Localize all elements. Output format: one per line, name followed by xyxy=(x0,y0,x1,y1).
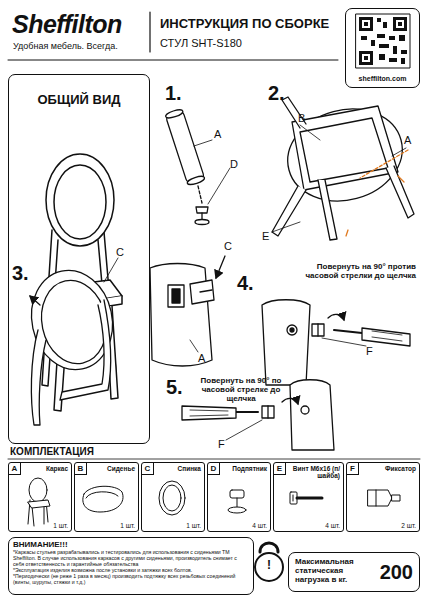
kit-count: 2 шт. xyxy=(401,522,416,529)
warning-box: ВНИМАНИЕ!!!*Каркасы стульев разрабатывал… xyxy=(8,537,254,595)
kit-count: 1 шт. xyxy=(186,522,201,529)
kit-letter: A xyxy=(9,463,21,475)
instruction-note: Повернуть на 90° против часовой стрелки … xyxy=(298,262,416,280)
step-number: 5. xyxy=(166,376,183,399)
part-letter: B xyxy=(298,112,305,125)
kit-count: 1 шт. xyxy=(120,522,135,529)
node-text: ОБЩИЙ ВИД xyxy=(9,93,149,108)
kit-name: Каркас xyxy=(24,465,68,472)
qr-box: sheffilton.com xyxy=(345,8,420,88)
step-number: 1. xyxy=(165,82,182,105)
kit-letter: B xyxy=(75,463,87,475)
node-text: Максимальная статическая нагрузка в кг. xyxy=(295,557,373,585)
instruction-note: Повернуть на 90° по часовой стрелке до щ… xyxy=(198,376,284,404)
section-heading: КОМПЛЕКТАЦИЯ xyxy=(10,446,94,458)
part-letter: A xyxy=(404,134,411,147)
kit-count: 1 шт. xyxy=(53,522,68,529)
part-letter: F xyxy=(366,345,373,358)
warning-mark: ! xyxy=(263,559,275,573)
doc-title: ИНСТРУКЦИЯ ПО СБОРКЕ xyxy=(160,17,329,32)
warning-note: *Эксплуатация изделия возможна после уст… xyxy=(13,568,249,574)
brand-logo: Sheffilton xyxy=(12,10,122,39)
kit-letter: D xyxy=(208,463,220,475)
warning-note: *Периодически (не реже 1 раза в месяц) п… xyxy=(13,574,249,586)
part-letter: E xyxy=(262,230,269,243)
product-model: СТУЛ SHT-S180 xyxy=(160,37,242,50)
kit-count: 4 шт. xyxy=(325,522,340,529)
part-letter: A xyxy=(214,128,221,141)
part-letter: A xyxy=(198,352,205,365)
node-text: 200 xyxy=(380,561,413,584)
part-letter: C xyxy=(116,246,124,259)
kit-name: Фиксатор xyxy=(362,465,416,472)
warning-note: *Каркасы стульев разрабатывались и тести… xyxy=(13,550,249,567)
step-number: 3. xyxy=(12,262,29,285)
kit-count: 4 шт. xyxy=(252,522,267,529)
brand-slogan: Удобная мебель. Всегда. xyxy=(13,41,118,51)
part-letter: D xyxy=(230,158,238,171)
kit-name: Подпятник xyxy=(223,465,267,472)
step-number: 4. xyxy=(237,272,254,295)
kit-cell: EВинт М6х16 (п/шайба) 4 шт. xyxy=(273,462,344,532)
kit-letter: F xyxy=(347,463,359,475)
step-number: 2. xyxy=(268,82,285,105)
kit-letter: C xyxy=(142,463,154,475)
kit-name: Сиденье xyxy=(90,465,135,472)
kit-cell: BСиденье 1 шт. xyxy=(74,462,139,532)
node-text: ВНИМАНИЕ!!! xyxy=(13,540,68,549)
kit-cell: CСпинка 1 шт. xyxy=(141,462,205,532)
kit-cell: FФиксатор 2 шт. xyxy=(346,462,420,532)
kit-name: Спинка xyxy=(157,465,201,472)
kit-cell: AКаркас 1 шт. xyxy=(8,462,72,532)
kit-letter: E xyxy=(274,463,286,475)
node-text: sheffilton.com xyxy=(346,75,419,83)
kit-name: Винт М6х16 (п/шайба) xyxy=(289,465,340,480)
part-letter: C xyxy=(224,240,232,253)
kit-cell: DПодпятник 4 шт. xyxy=(207,462,271,532)
part-letter: F xyxy=(218,438,225,451)
load-box: Максимальная статическая нагрузка в кг. 2… xyxy=(288,552,420,592)
overview-panel: ОБЩИЙ ВИД xyxy=(8,74,150,444)
